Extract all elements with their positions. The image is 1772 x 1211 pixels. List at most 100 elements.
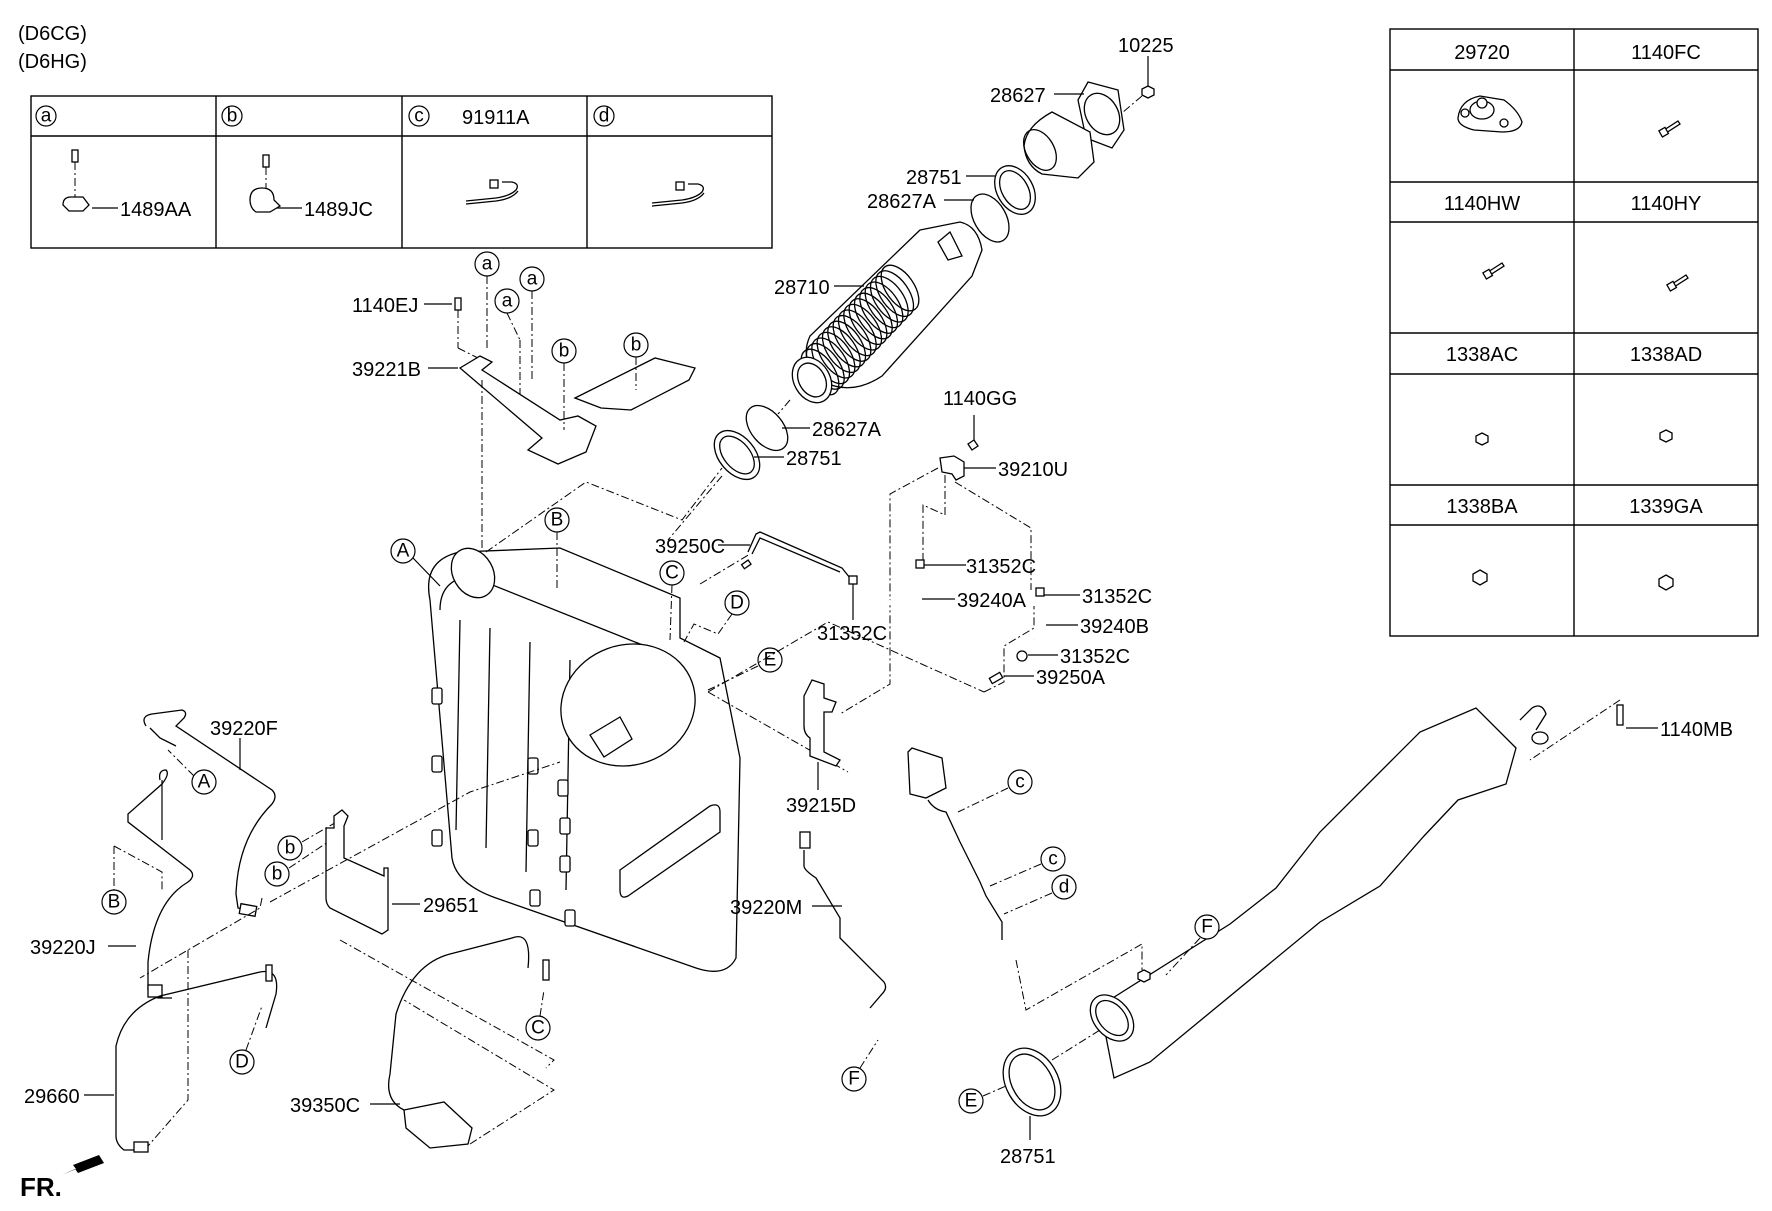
label-31352C-3: 31352C: [1082, 586, 1152, 608]
bellows-rib: [816, 331, 856, 379]
bracket-39215D[interactable]: [803, 679, 841, 767]
fastener-cell-1338BA[interactable]: 1338BA: [1446, 496, 1518, 586]
dpf-main-body[interactable]: [428, 540, 741, 972]
part-1338AC: 1338AC: [1446, 344, 1518, 366]
label-39240B: 39240B: [1080, 616, 1149, 638]
bellows-rib: [832, 314, 872, 362]
ref-circle-c: c: [1015, 772, 1025, 793]
exhaust-inlet-assembly: 10225 28627 28751 28627A 28710: [667, 35, 1174, 541]
label-31352C-2: 31352C: [966, 556, 1036, 578]
pipe-39250C[interactable]: [747, 531, 851, 579]
ref-circle-B: B: [108, 892, 121, 913]
flexible-pipe-28710[interactable]: [784, 221, 983, 410]
bolt-1140GG[interactable]: [967, 439, 979, 451]
nox-sensor-29660[interactable]: [115, 964, 278, 1153]
sensor-39210U[interactable]: [939, 455, 965, 481]
cable-tie-icon: [465, 179, 519, 205]
fastener-cell-1338AC[interactable]: 1338AC: [1446, 344, 1518, 446]
bellows-rib: [880, 264, 920, 312]
label-39220F: 39220F: [210, 718, 278, 740]
clip-reference-table: a 1489AA b 1489JC c 91911A: [30, 95, 773, 249]
nut-10225[interactable]: [1141, 85, 1155, 99]
label-39210U: 39210U: [998, 459, 1068, 481]
part-1338BA: 1338BA: [1446, 496, 1518, 518]
ref-circle-b: b: [272, 864, 283, 885]
clamp-28751-mid[interactable]: [705, 422, 769, 488]
nut-flange[interactable]: [1137, 969, 1151, 983]
clamp-28751-bottom[interactable]: [991, 1038, 1072, 1126]
label-28751-bottom: 28751: [1000, 1146, 1056, 1168]
fastener-reference-table: 29720 1140FC 1140HW 1140HY: [1389, 28, 1759, 637]
label-39240A: 39240A: [957, 590, 1027, 612]
label-1140GG: 1140GG: [943, 388, 1017, 410]
front-label: FR.: [20, 1172, 62, 1202]
ref-circle-b: b: [285, 838, 296, 859]
label-28627A-top: 28627A: [867, 191, 937, 213]
rear-exhaust-pipe[interactable]: [1081, 705, 1549, 1079]
label-31352C-4: 31352C: [1060, 646, 1130, 668]
clip-table-cell-c[interactable]: c 91911A: [408, 105, 530, 205]
fastener-cell-1140HW[interactable]: 1140HW: [1444, 193, 1520, 280]
clip-table-cell-b[interactable]: b 1489JC: [221, 105, 373, 222]
bolt-icon: [1666, 274, 1689, 292]
fastener-cell-1140FC[interactable]: 1140FC: [1631, 42, 1701, 138]
gasket-ring-28627A-mid[interactable]: [738, 398, 796, 458]
callout-1489AA: 1489AA: [120, 199, 192, 221]
bracket-29651[interactable]: [325, 809, 389, 935]
nox-module-39350C[interactable]: [387, 936, 550, 1149]
label-39250A: 39250A: [1036, 667, 1106, 689]
fastener-cell-1140HY[interactable]: 1140HY: [1631, 193, 1702, 292]
fitting-39250A[interactable]: [988, 671, 1004, 685]
label-28751-mid: 28751: [786, 448, 842, 470]
fastener-cell-1338AD[interactable]: 1338AD: [1630, 344, 1702, 443]
temp-sensor-39220J[interactable]: [127, 769, 194, 999]
label-29660: 29660: [24, 1086, 80, 1108]
clamp-28751-top[interactable]: [986, 158, 1043, 221]
bolt-icon: [1658, 120, 1681, 138]
fastener-cell-29720[interactable]: 29720: [1454, 42, 1523, 133]
sensor-module-right[interactable]: [907, 747, 1003, 940]
bellows-rib: [827, 320, 867, 368]
temp-sensor-39220F[interactable]: [143, 709, 276, 918]
clamp-31352C[interactable]: [1035, 587, 1045, 597]
nut-icon: [1659, 429, 1673, 443]
clip-bracket-icon: [62, 149, 90, 212]
clamp-31352C[interactable]: [1016, 650, 1028, 662]
mounting-tab: [559, 855, 571, 873]
bolt-1140MB[interactable]: [1616, 704, 1624, 726]
clamp-31352C[interactable]: [848, 575, 858, 585]
label-39220J: 39220J: [30, 937, 96, 959]
front-arrow-icon: [62, 1155, 104, 1175]
gasket-ring-28627A-top[interactable]: [963, 187, 1017, 248]
fastener-cell-1339GA[interactable]: 1339GA: [1629, 496, 1703, 591]
label-39350C: 39350C: [290, 1095, 360, 1117]
bolt-1140EJ[interactable]: [454, 297, 462, 311]
label-39215D: 39215D: [786, 795, 856, 817]
ref-circle-d: d: [1059, 877, 1070, 898]
pressure-sensor-assembly: 1140GG 39210U 39250C 31352C 31352C 31352…: [655, 388, 1152, 715]
label-10225: 10225: [1118, 35, 1174, 57]
clamp-bracket-icon: [249, 154, 282, 213]
bellows-rib: [875, 270, 915, 318]
bellows-rib: [843, 303, 883, 351]
part-29720: 29720: [1454, 42, 1510, 64]
bellows-rib: [864, 281, 904, 329]
temp-sensor-39220M[interactable]: [799, 831, 887, 1009]
label-28627: 28627: [990, 85, 1046, 107]
part-1140HW: 1140HW: [1444, 193, 1520, 215]
ref-circle-E: E: [764, 650, 777, 671]
bracket-39221B[interactable]: [458, 355, 597, 465]
clamp-31352C[interactable]: [915, 559, 925, 569]
part-1338AD: 1338AD: [1630, 344, 1702, 366]
nut-icon: [1472, 569, 1488, 586]
front-direction-indicator: FR.: [20, 1155, 104, 1202]
ref-circle-c: c: [414, 106, 424, 127]
mounting-tab: [564, 909, 576, 927]
bellows-rib: [848, 298, 888, 346]
part-1339GA: 1339GA: [1629, 496, 1703, 518]
clip-table-cell-d[interactable]: d: [593, 105, 705, 207]
clip-table-cell-a[interactable]: a 1489AA: [35, 105, 192, 222]
ref-circle-d: d: [599, 106, 610, 127]
label-1140EJ: 1140EJ: [352, 295, 418, 317]
ref-circle-a: a: [41, 106, 52, 127]
